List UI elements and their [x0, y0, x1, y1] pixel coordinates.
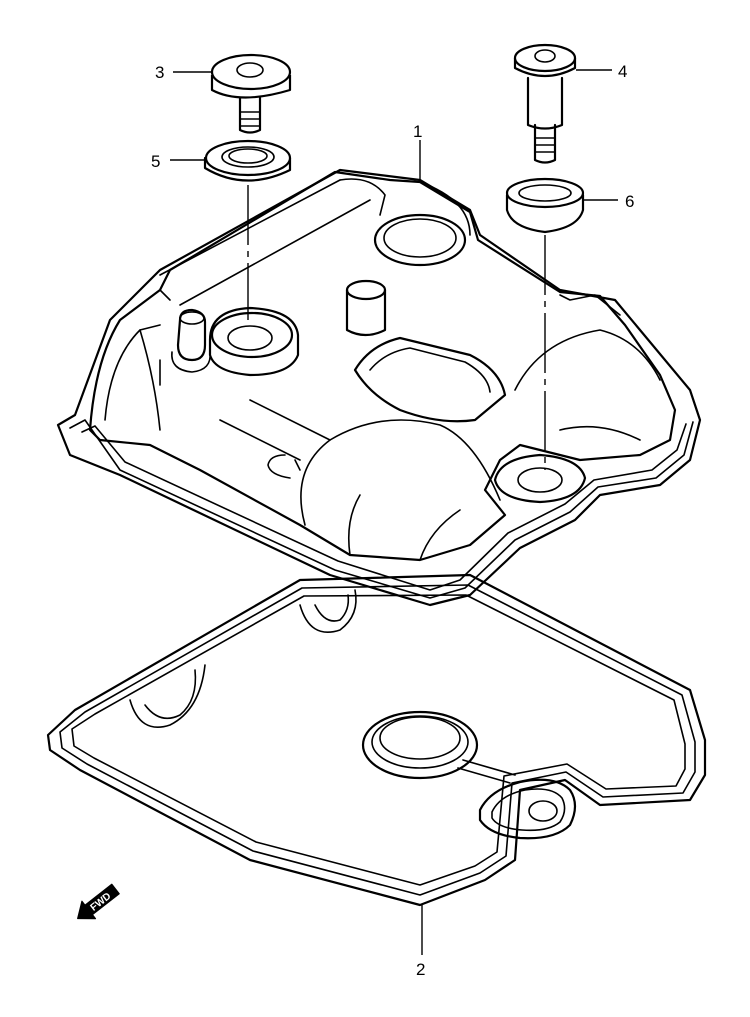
grommet-6	[505, 177, 618, 470]
bolt-3	[173, 53, 292, 134]
callout-4: 4	[618, 62, 627, 81]
fwd-arrow-icon: FWD	[77, 883, 120, 920]
callout-6: 6	[625, 192, 634, 211]
callout-1: 1	[413, 122, 422, 141]
callout-5: 5	[151, 152, 160, 171]
gasket	[46, 573, 707, 955]
seal-washer-5	[170, 139, 292, 320]
cylinder-head-cover	[56, 140, 702, 607]
callout-2: 2	[416, 960, 425, 979]
callout-3: 3	[155, 63, 164, 82]
bolt-4	[513, 43, 612, 164]
